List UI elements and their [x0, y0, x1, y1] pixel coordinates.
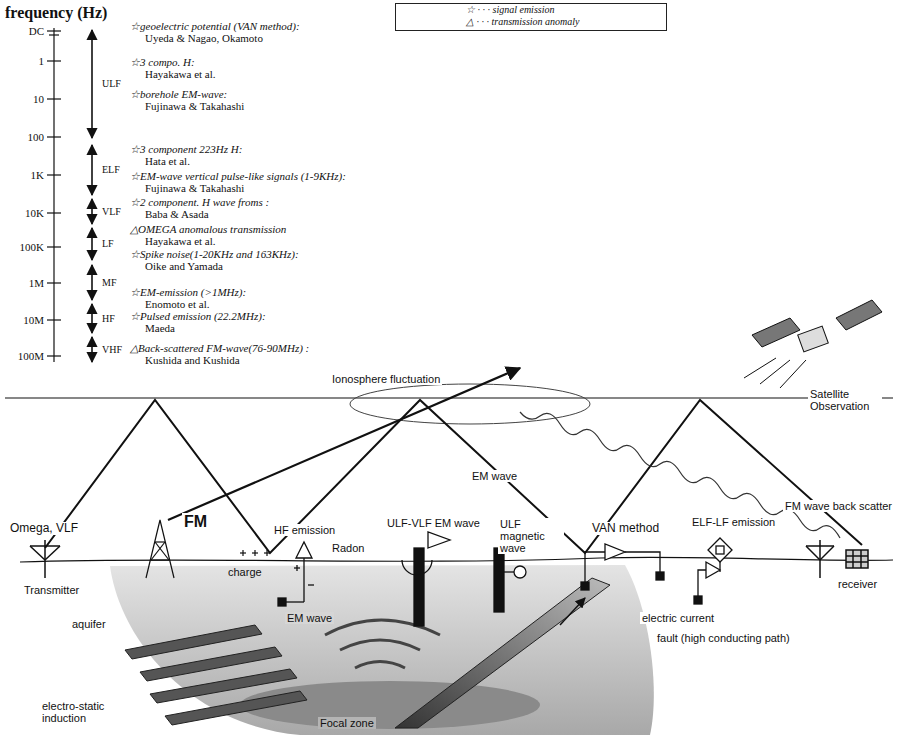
hf-sensor — [278, 542, 314, 606]
band-arrows — [91, 30, 93, 362]
author-name: Hayakawa et al. — [145, 235, 216, 247]
study-entry: ☆EM-wave vertical pulse-like signals (1-… — [130, 170, 346, 182]
scene-label: ULF-VLF EM wave — [385, 517, 482, 529]
author-name: Hayakawa et al. — [145, 68, 216, 80]
study-entry: ☆geoelectric potential (VAN method): — [130, 20, 300, 32]
tick-label: 1K — [8, 169, 44, 181]
van-electrodes — [581, 544, 664, 590]
scene-label: ELF-LF emission — [690, 516, 777, 528]
scene-label: VAN method — [590, 522, 661, 535]
author-name: Enomoto et al. — [145, 298, 209, 310]
band-label: ELF — [102, 164, 120, 175]
study-entry: ☆Spike noise(1-20KHz and 163KHz): — [130, 248, 299, 260]
charge-marks — [240, 550, 270, 556]
scene-label: ULF magnetic wave — [498, 518, 564, 554]
scene-label: EM wave — [470, 470, 519, 482]
scene-label: Ionosphere fluctuation — [330, 373, 442, 385]
study-entry: ☆borehole EM-wave: — [130, 88, 227, 100]
back-scatter-wave — [520, 412, 840, 538]
fm-wave-arrow — [168, 368, 520, 520]
tick-label: 10M — [8, 314, 44, 326]
legend-text: ☆ · · · signal emission — [396, 4, 666, 16]
tick-label: 100K — [8, 241, 44, 253]
author-name: Hata et al. — [145, 155, 190, 167]
tick-label: 1M — [8, 277, 44, 289]
study-entry: ☆3 component 223Hz H: — [130, 143, 242, 155]
author-name: Uyeda & Nagao, Okamoto — [145, 32, 263, 44]
scene-label: Radon — [330, 542, 366, 554]
em-wave-path — [45, 400, 862, 553]
author-name: Kushida and Kushida — [145, 354, 240, 366]
axis-title: frequency (Hz) — [5, 4, 107, 22]
author-name: Baba & Asada — [145, 208, 209, 220]
scene-label: Omega, VLF — [8, 522, 80, 535]
scene-label: charge — [228, 566, 262, 578]
scene-label: receiver — [836, 578, 879, 590]
fm-tower — [146, 520, 174, 578]
crust-region — [110, 565, 654, 735]
scene-label: electric current — [640, 612, 716, 624]
study-entry: ☆3 compo. H: — [130, 56, 195, 68]
em-wave-arcs — [325, 620, 440, 668]
tick-label: DC — [8, 25, 44, 37]
scene-label: EM wave — [285, 612, 334, 624]
band-label: VLF — [102, 206, 121, 217]
receiver-antenna — [806, 540, 868, 578]
author-name: Fujinawa & Takahashi — [145, 182, 244, 194]
borehole-sensor — [402, 532, 450, 626]
tick-label: 100 — [8, 131, 44, 143]
transmitter-antenna — [30, 540, 60, 578]
scene-label: Satellite Observation — [808, 388, 882, 412]
band-label: HF — [102, 313, 115, 324]
magnetic-sensor — [494, 548, 526, 612]
scene-label: Transmitter — [22, 584, 81, 596]
scene-label: fault (high conducting path) — [655, 632, 792, 644]
author-name: Maeda — [145, 322, 175, 334]
band-label: MF — [102, 277, 116, 288]
frequency-axis — [47, 28, 61, 362]
band-label: ULF — [102, 78, 121, 89]
tick-label: 1 — [8, 55, 44, 67]
current-arrow — [560, 598, 585, 625]
tick-label: 10 — [8, 93, 44, 105]
scene-label: Focal zone — [318, 717, 376, 729]
legend-text: △ · · · transmission anomaly — [396, 16, 666, 28]
scene-label: FM — [182, 513, 209, 531]
scene-label: aquifer — [70, 618, 108, 630]
study-entry: ☆Pulsed emission (22.2MHz): — [130, 310, 266, 322]
tick-label: 10K — [8, 207, 44, 219]
author-name: Oike and Yamada — [145, 260, 223, 272]
scene-label: FM wave back scatter — [783, 500, 894, 512]
study-entry: ☆EM-emission (>1MHz): — [130, 286, 246, 298]
aquifer-layers — [125, 625, 307, 725]
legend-box: ☆ · · · signal emission△ · · · transmiss… — [395, 3, 667, 31]
study-entry: △Back-scattered FM-wave(76-90MHz) : — [130, 342, 309, 354]
scene-label: electro-static induction — [40, 700, 124, 724]
band-label: VHF — [102, 344, 122, 355]
scene-label: HF emission — [272, 524, 337, 536]
elf-lf-sensor — [694, 538, 732, 604]
study-entry: ☆2 component. H wave froms : — [130, 196, 269, 208]
focal-zone — [240, 681, 540, 729]
study-entry: △OMEGA anomalous transmission — [130, 223, 286, 235]
author-name: Fujinawa & Takahashi — [145, 100, 244, 112]
tick-label: 100M — [8, 350, 44, 362]
satellite — [744, 300, 882, 388]
band-label: LF — [102, 238, 114, 249]
